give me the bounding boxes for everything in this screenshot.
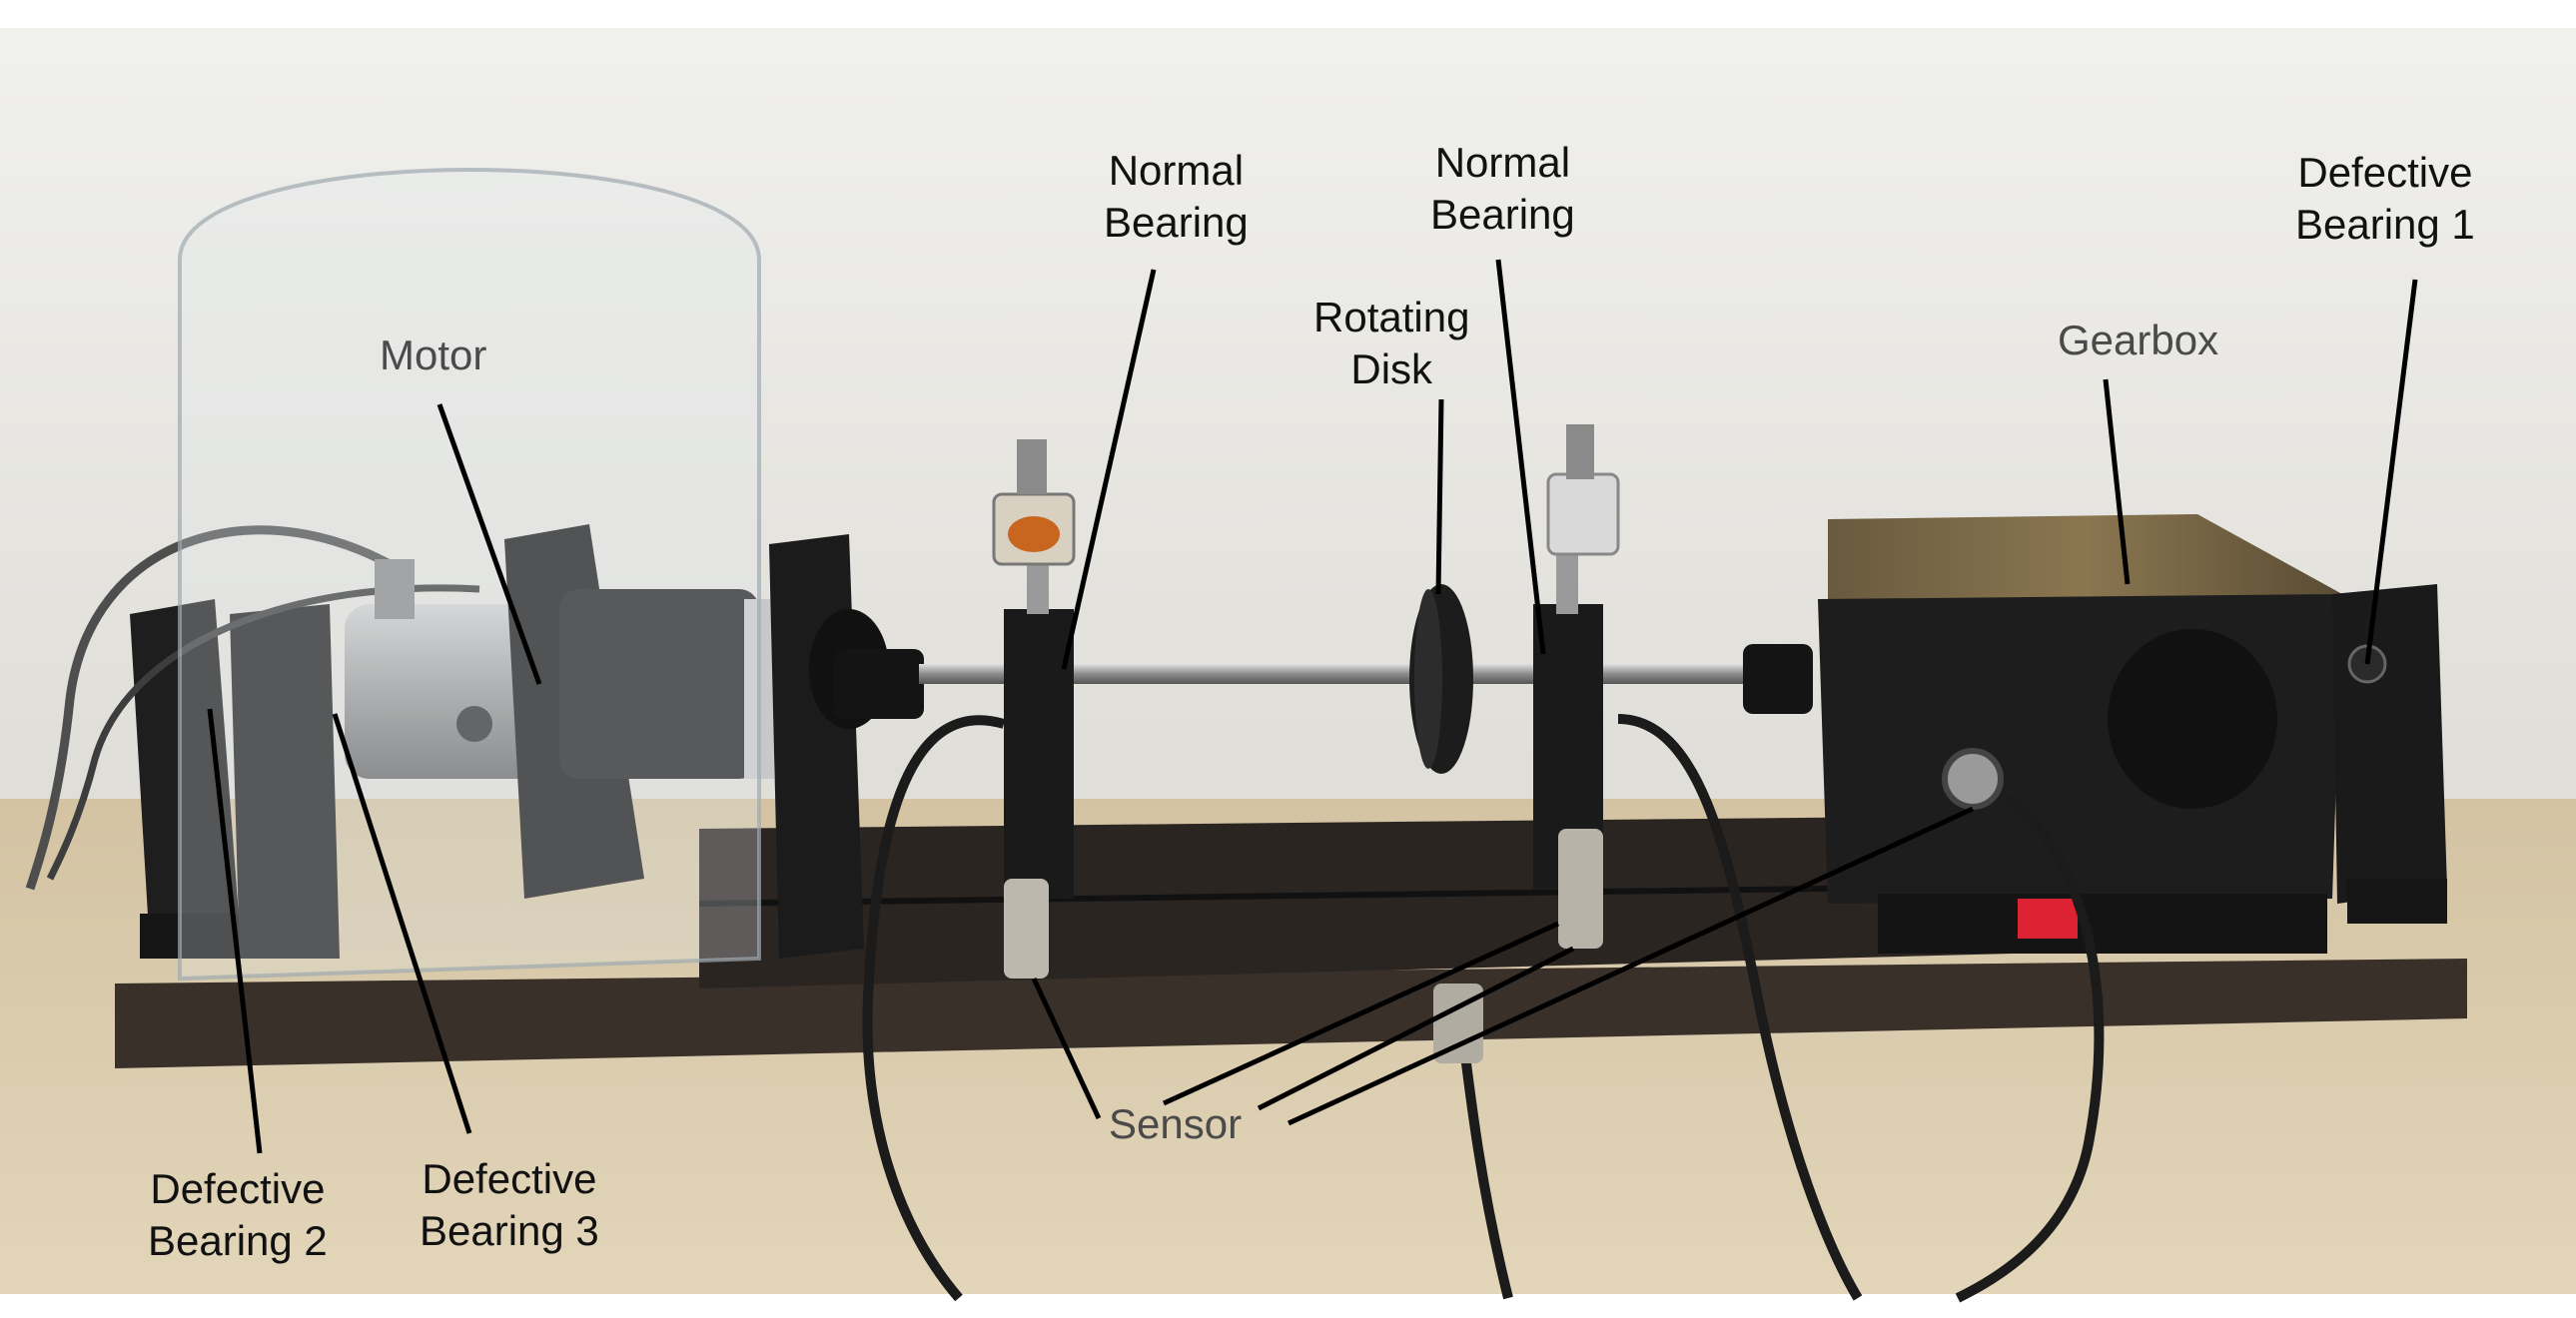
label-rotating-disk: Rotating Disk — [1313, 292, 1469, 395]
leader-lines — [207, 259, 2418, 1154]
oil-cup-1-cap — [1017, 439, 1047, 494]
bearing-block-left-foot — [140, 914, 240, 959]
cable-left-2 — [46, 584, 480, 881]
shaft-coupling-right — [1743, 644, 1813, 714]
cable-sensor-2 — [1617, 714, 1863, 1301]
defective-bearing-1-block — [2332, 584, 2447, 904]
leader-sensor-4 — [1287, 806, 1975, 1126]
label-normal-bearing-2-line1: Normal — [1434, 139, 1571, 186]
leader-defective-bearing-2 — [207, 708, 263, 1154]
label-defective-bearing-3-line2: Bearing 3 — [420, 1207, 599, 1254]
label-defective-bearing-3: Defective Bearing 3 — [420, 1153, 599, 1257]
label-normal-bearing-2-line2: Bearing — [1430, 191, 1575, 238]
leader-sensor-3 — [1257, 946, 1575, 1111]
gearbox-tag — [2018, 899, 2078, 939]
label-defective-bearing-2-line2: Bearing 2 — [148, 1217, 328, 1264]
cable-left — [25, 525, 393, 891]
label-defective-bearing-2-line1: Defective — [150, 1165, 326, 1212]
motor-body — [345, 604, 544, 779]
oil-cup-1-oil — [1008, 516, 1060, 552]
leader-sensor-1 — [1031, 977, 1102, 1120]
label-motor: Motor — [380, 331, 487, 378]
oil-cup-2-glass — [1546, 472, 1620, 556]
defective-bearing-1-foot — [2347, 879, 2447, 924]
label-sensor: Sensor — [1109, 1100, 1243, 1147]
image-frame-top — [0, 0, 2576, 28]
leader-motor — [436, 403, 542, 685]
label-defective-bearing-1: Defective Bearing 1 — [2295, 147, 2475, 251]
cable-sensor-1 — [862, 715, 1006, 1302]
label-normal-bearing-1-line2: Bearing — [1104, 199, 1249, 246]
leader-rotating-disk — [1435, 398, 1444, 595]
sensor-2-body — [1558, 829, 1603, 949]
motor-port — [456, 706, 492, 742]
shaft-coupling-left — [834, 649, 924, 719]
label-defective-bearing-2: Defective Bearing 2 — [148, 1163, 328, 1267]
transparent-guard — [178, 168, 761, 982]
motor-connector — [375, 559, 415, 619]
label-normal-bearing-1-line1: Normal — [1108, 147, 1245, 194]
label-defective-bearing-1-line2: Bearing 1 — [2295, 201, 2475, 248]
gearbox-connector — [1942, 748, 2004, 810]
label-normal-bearing-1: Normal Bearing — [1104, 145, 1249, 249]
oil-cup-2-cap — [1566, 424, 1594, 479]
support-block — [769, 534, 864, 959]
oil-cup-2-stem — [1556, 544, 1578, 614]
cable-gearbox — [1955, 795, 2105, 1303]
coupling-housing — [559, 589, 759, 779]
label-normal-bearing-2: Normal Bearing — [1430, 137, 1575, 241]
image-frame-bottom — [0, 1294, 2576, 1318]
bearing-block-left — [130, 599, 240, 949]
bearing-block-pedestal — [230, 604, 340, 959]
center-connector — [1433, 984, 1483, 1063]
gearbox-base — [1878, 894, 2327, 954]
label-gearbox: Gearbox — [2058, 317, 2219, 363]
leader-gearbox — [2103, 378, 2131, 585]
leader-normal-bearing-2 — [1495, 259, 1546, 655]
label-defective-bearing-1-line1: Defective — [2297, 149, 2473, 196]
gearbox-wheel — [2108, 629, 2277, 809]
leader-defective-bearing-1 — [2364, 279, 2418, 665]
leader-defective-bearing-3 — [332, 713, 472, 1134]
gearbox-lid — [1828, 514, 2342, 604]
leader-sensor-2 — [1162, 921, 1560, 1106]
sensor-1-body — [1004, 879, 1049, 979]
rotating-disk-face — [1414, 589, 1442, 769]
leader-normal-bearing-1 — [1061, 269, 1157, 670]
normal-bearing-1-block — [1004, 609, 1074, 899]
label-defective-bearing-3-line1: Defective — [422, 1155, 597, 1202]
label-rotating-disk-line1: Rotating — [1313, 294, 1470, 340]
label-rotating-disk-line2: Disk — [1350, 345, 1433, 392]
